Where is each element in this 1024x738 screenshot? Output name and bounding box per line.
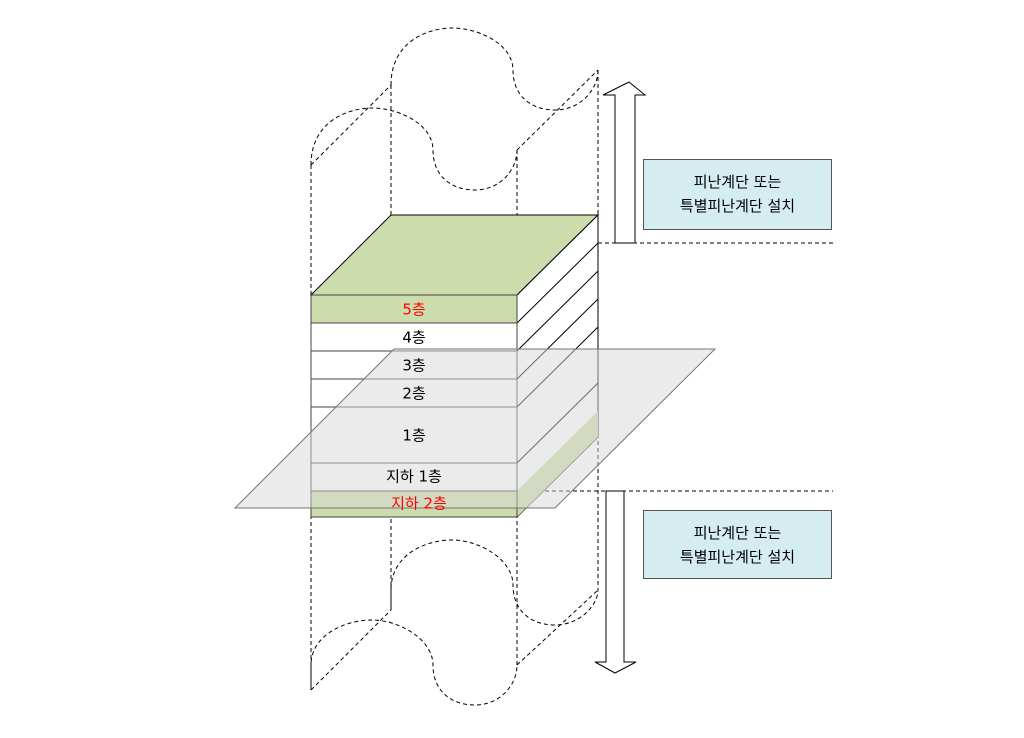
floor-label: 지하 1층 [386,468,442,486]
note-line: 특별피난계단 설치 [679,548,796,566]
floor-label: 지하 2층 [391,495,447,513]
floor-label: 4층 [402,329,425,347]
floor-label: 2층 [402,385,425,403]
down-arrow-icon [594,490,637,674]
up-arrow-icon [602,81,647,244]
note-line: 피난계단 또는 [693,524,782,542]
floor-5 [310,294,518,324]
note-upper: 피난계단 또는 특별피난계단 설치 [643,159,832,230]
floor-label: 1층 [402,427,425,445]
note-line: 특별피난계단 설치 [679,197,796,215]
note-lower: 피난계단 또는 특별피난계단 설치 [643,510,832,579]
ground-plane [233,348,717,509]
floor-4 [310,322,518,352]
floor-label: 5층 [402,301,425,319]
note-line: 피난계단 또는 [693,173,782,191]
floor-label: 3층 [402,357,425,375]
